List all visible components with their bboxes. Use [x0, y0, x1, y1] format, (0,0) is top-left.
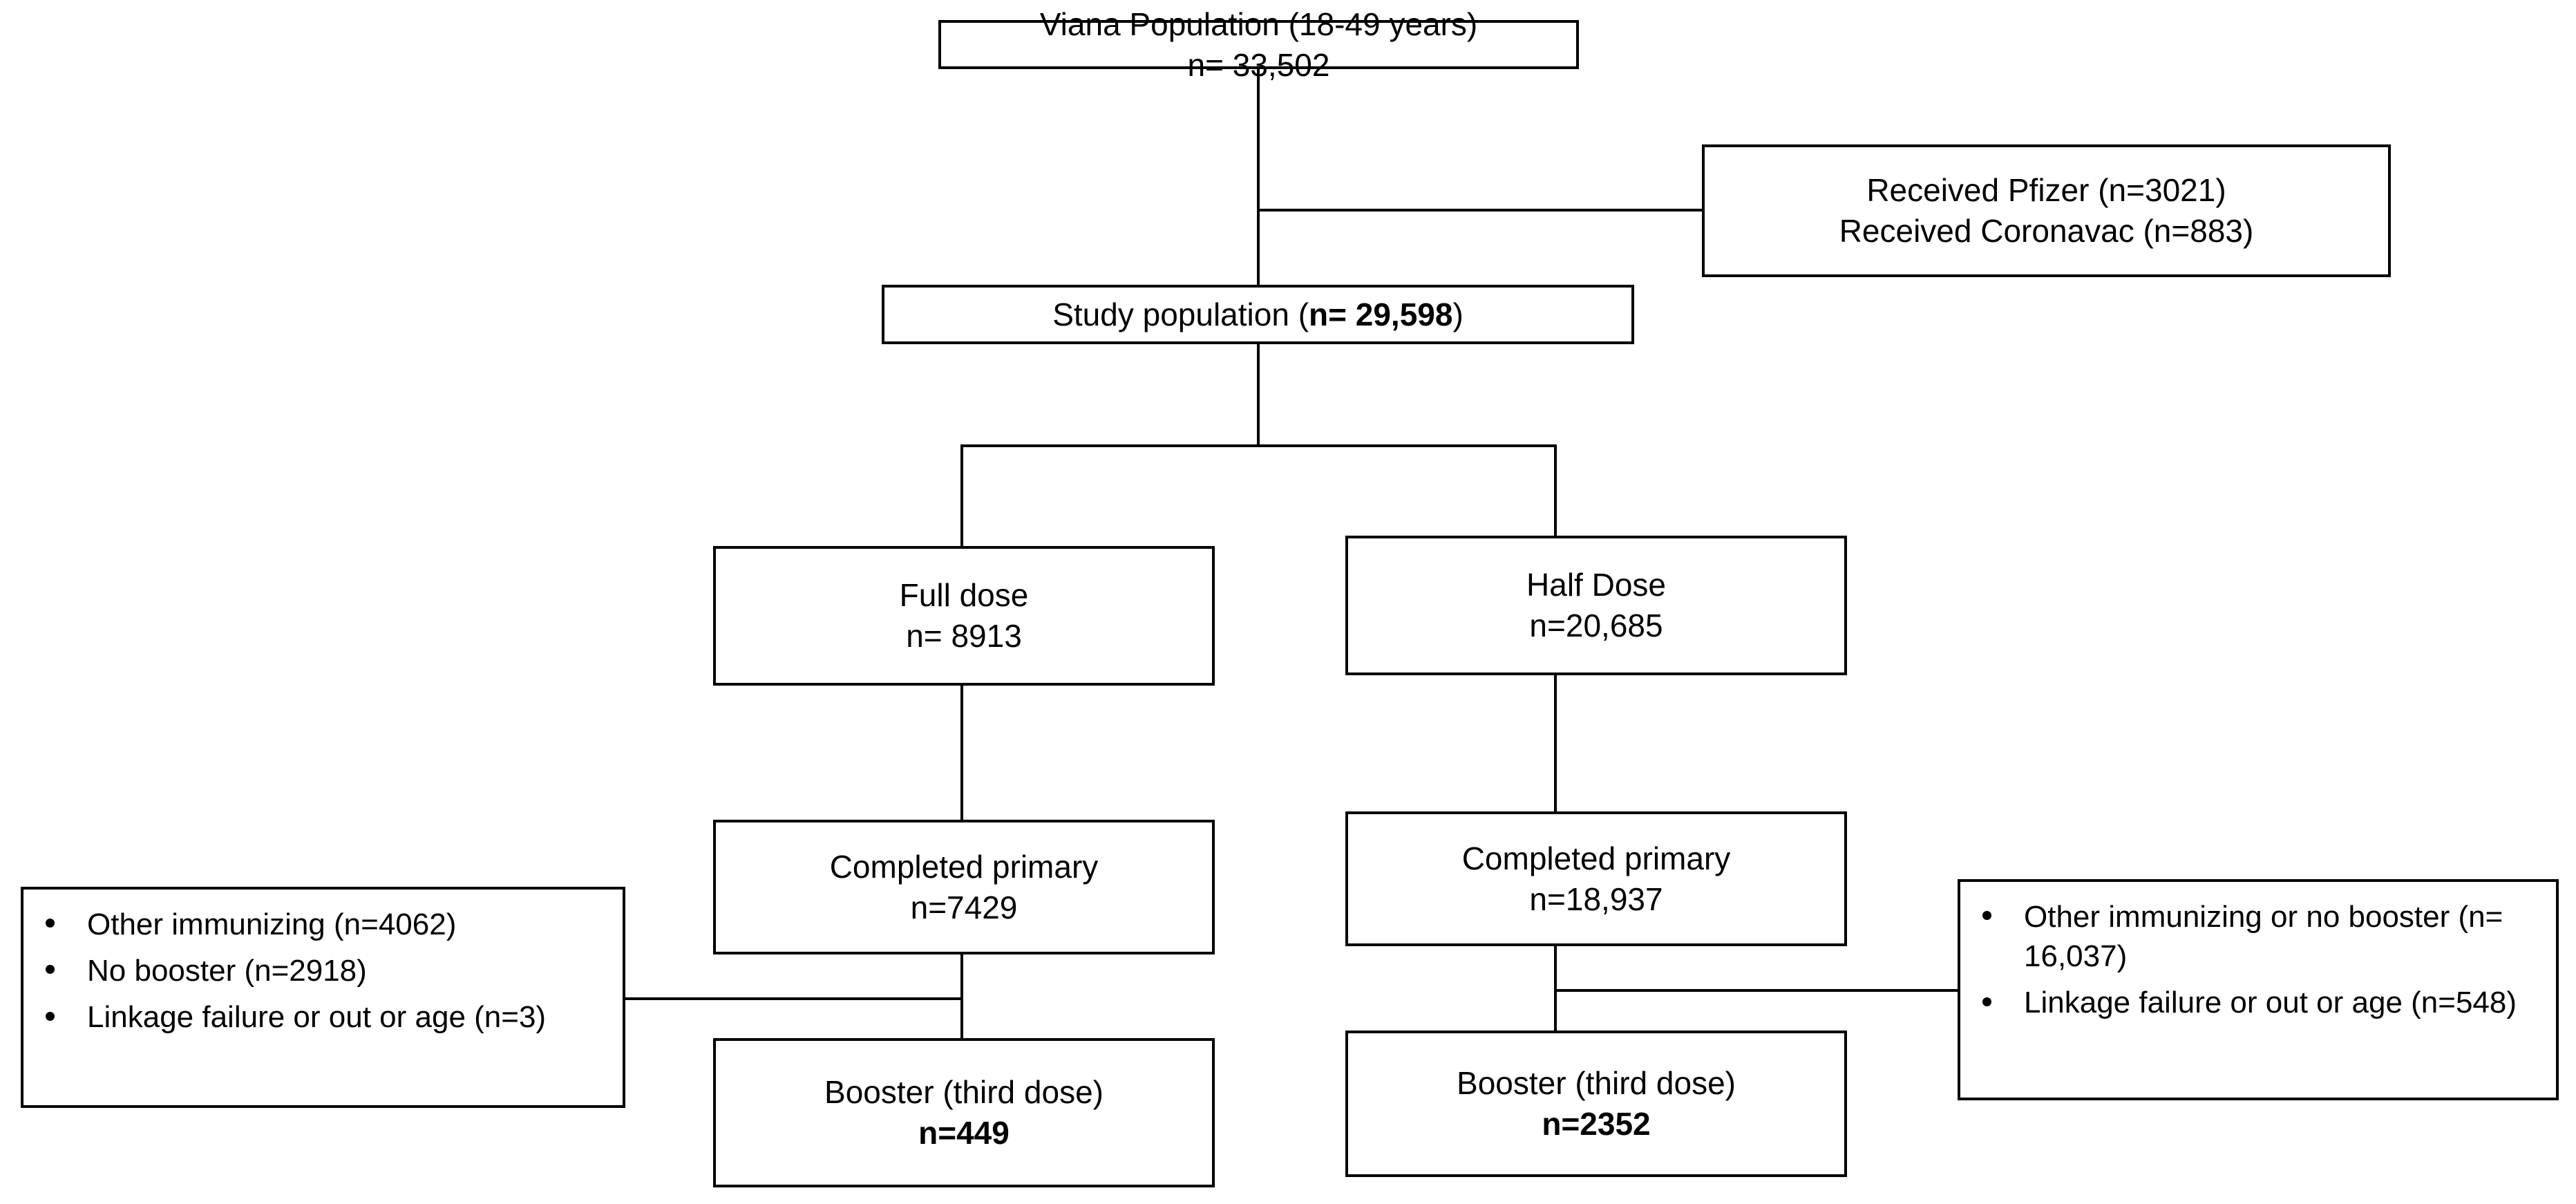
- excluded-full-dose-bullet-3: Linkage failure or out or age (n=3): [87, 1000, 547, 1035]
- connector-fork-bar: [960, 444, 1557, 447]
- excluded-full-dose-bullet-1: Other immunizing (n=4062): [87, 907, 457, 941]
- viana-population-count: n= 33,502: [1187, 46, 1330, 83]
- connector-study-to-excluded-vaccines: [1257, 209, 1703, 211]
- node-completed-primary-full[interactable]: Completed primary n=7429: [713, 820, 1215, 954]
- connector-completed-primary-full-to-booster: [960, 953, 963, 1040]
- connector-excluded-full-dose-to-stem: [625, 997, 963, 1000]
- study-population-prefix: Study population (: [1052, 296, 1309, 332]
- excluded-half-dose-bullet-1: Other immunizing or no booster (n= 16,03…: [2024, 900, 2503, 974]
- excluded-full-dose-list: Other immunizing (n=4062) No booster (n=…: [36, 905, 610, 1037]
- bullet-icon: [46, 919, 55, 928]
- node-excluded-vaccines[interactable]: Received Pfizer (n=3021) Received Corona…: [1702, 144, 2391, 277]
- completed-primary-full-label: Completed primary: [829, 848, 1099, 885]
- excluded-full-dose-bullet-2: No booster (n=2918): [87, 954, 367, 988]
- booster-full-count: n=449: [918, 1115, 1010, 1151]
- half-dose-count: n=20,685: [1529, 608, 1663, 643]
- node-completed-primary-half[interactable]: Completed primary n=18,937: [1345, 811, 1847, 946]
- connector-fork-to-half-dose: [1554, 444, 1557, 538]
- node-excluded-half-dose[interactable]: Other immunizing or no booster (n= 16,03…: [1958, 879, 2559, 1100]
- booster-half-count: n=2352: [1542, 1106, 1651, 1142]
- connector-completed-primary-half-to-booster: [1554, 945, 1557, 1032]
- connector-half-dose-to-completed-primary: [1554, 674, 1557, 813]
- full-dose-label: Full dose: [899, 577, 1029, 614]
- connector-fork-to-full-dose: [960, 444, 963, 549]
- list-item: Other immunizing or no booster (n= 16,03…: [1973, 897, 2544, 976]
- node-viana-population[interactable]: Viana Population (18-49 years) n= 33,502: [938, 6, 1579, 83]
- excluded-half-dose-list: Other immunizing or no booster (n= 16,03…: [1973, 897, 2544, 1023]
- node-booster-full[interactable]: Booster (third dose) n=449: [713, 1038, 1215, 1187]
- excluded-half-dose-bullet-2: Linkage failure or out or age (n=548): [2024, 986, 2517, 1020]
- study-population-suffix: ): [1452, 296, 1464, 332]
- list-item: No booster (n=2918): [36, 951, 610, 990]
- bullet-icon: [1982, 911, 1991, 921]
- viana-population-line1: Viana Population (18-49 years): [1039, 6, 1478, 42]
- completed-primary-full-count: n=7429: [910, 889, 1018, 925]
- node-study-population[interactable]: Study population (n= 29,598): [882, 285, 1634, 344]
- study-population-count: n= 29,598: [1309, 296, 1453, 332]
- completed-primary-half-label: Completed primary: [1461, 840, 1731, 876]
- completed-primary-half-count: n=18,937: [1529, 881, 1663, 917]
- full-dose-count: n= 8913: [906, 618, 1022, 654]
- booster-half-label: Booster (third dose): [1457, 1065, 1736, 1102]
- bullet-icon: [46, 965, 55, 975]
- connector-full-dose-to-completed-primary: [960, 683, 963, 821]
- node-excluded-full-dose[interactable]: Other immunizing (n=4062) No booster (n=…: [21, 887, 625, 1108]
- list-item: Linkage failure or out or age (n=548): [1973, 983, 2544, 1022]
- connector-excluded-half-dose-to-stem: [1554, 989, 1960, 992]
- booster-full-label: Booster (third dose): [824, 1074, 1104, 1111]
- half-dose-label: Half Dose: [1526, 567, 1666, 603]
- list-item: Linkage failure or out or age (n=3): [36, 997, 610, 1037]
- bullet-icon: [1982, 997, 1991, 1006]
- excluded-vaccines-coronavac: Received Coronavac (n=883): [1839, 213, 2254, 249]
- node-booster-half[interactable]: Booster (third dose) n=2352: [1345, 1031, 1847, 1177]
- node-full-dose[interactable]: Full dose n= 8913: [713, 546, 1215, 686]
- excluded-vaccines-pfizer: Received Pfizer (n=3021): [1866, 172, 2226, 209]
- node-half-dose[interactable]: Half Dose n=20,685: [1345, 536, 1847, 675]
- list-item: Other immunizing (n=4062): [36, 905, 610, 944]
- study-population-label: Study population (n= 29,598): [1052, 294, 1464, 335]
- bullet-icon: [46, 1011, 55, 1021]
